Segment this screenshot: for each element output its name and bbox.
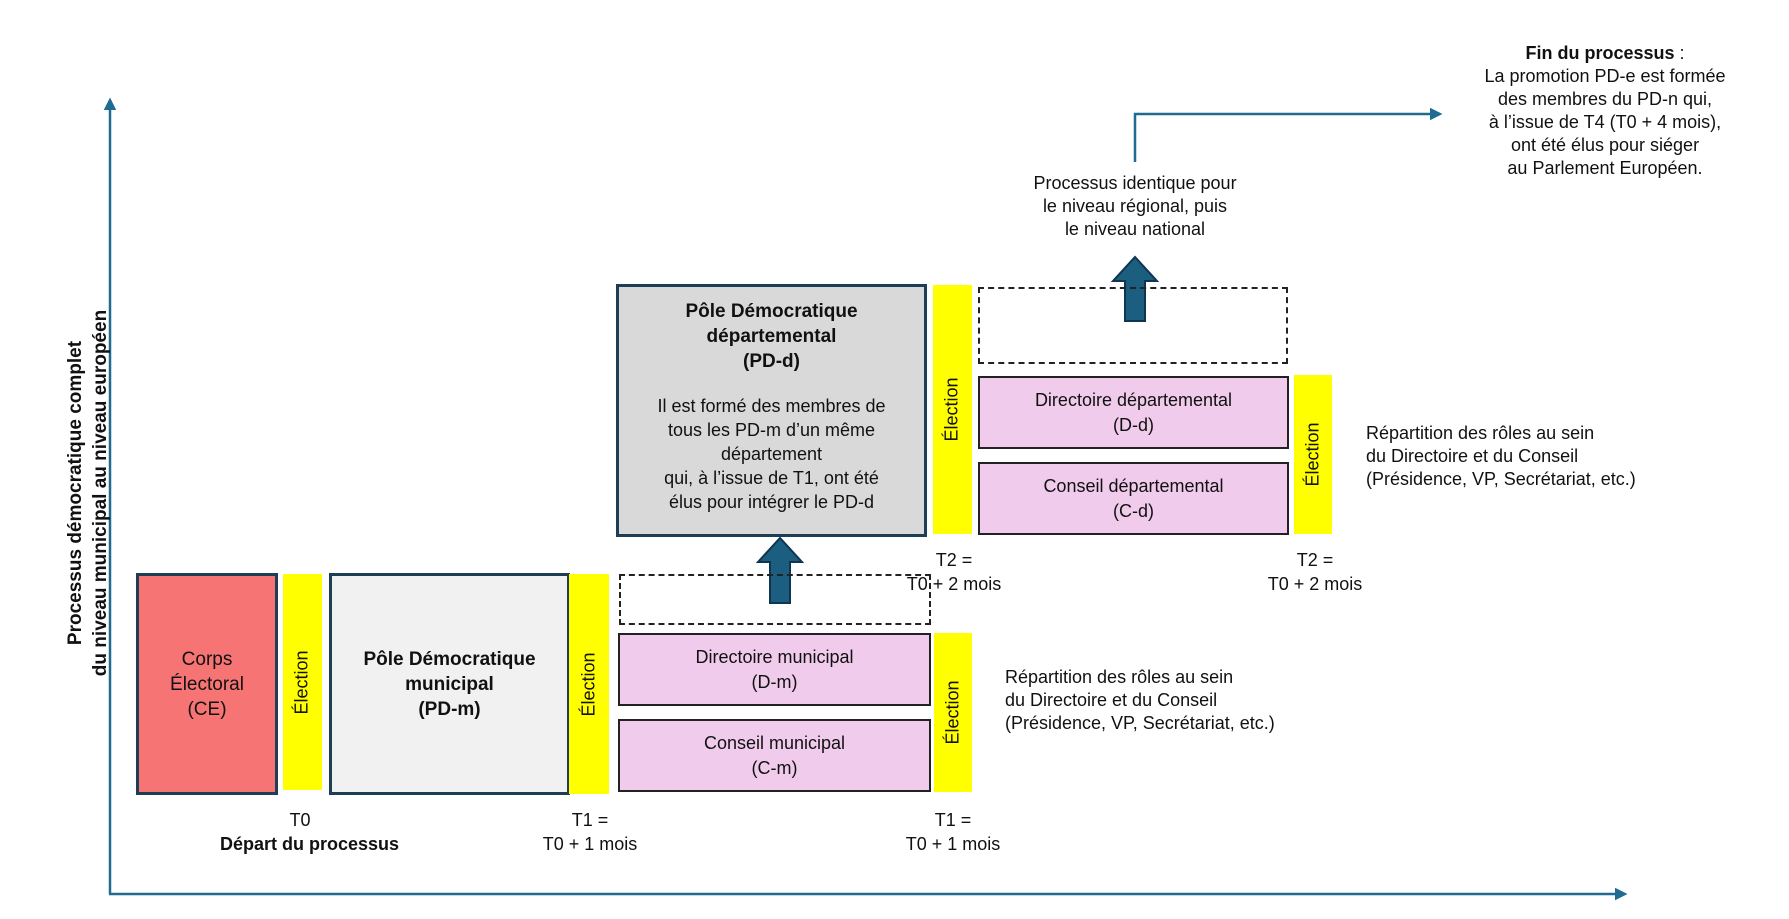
pd-d-desc-line3: département [720, 444, 823, 464]
roles-d-line1: Répartition des rôles au sein [1366, 423, 1595, 443]
note-roles-departemental: Répartition des rôles au sein du Directo… [1366, 422, 1636, 491]
cd-line2: (C-d) [1113, 500, 1154, 521]
up-arrow-icon [755, 536, 805, 604]
conseil-municipal-box: Conseil municipal (C-m) [618, 719, 931, 792]
ce-line2: Électoral [170, 673, 244, 695]
roles-d-line3: (Présidence, VP, Secrétariat, etc.) [1366, 469, 1636, 489]
pd-d-box: Pôle Démocratique départemental (PD-d) I… [616, 284, 927, 537]
t1a-line1: T1 = [571, 810, 609, 830]
pd-d-desc-line1: Il est formé des membres de [657, 396, 886, 416]
t2b-line1: T2 = [1296, 550, 1334, 570]
dd-line1: Directoire départemental [1034, 389, 1233, 410]
roles-m-line1: Répartition des rôles au sein [1005, 667, 1234, 687]
time-label-t1-a: T1 = T0 + 1 mois [520, 808, 660, 856]
end-title-suffix: : [1674, 43, 1685, 63]
time-label-t2-a: T2 = T0 + 2 mois [884, 548, 1024, 596]
note-end-process: Fin du processus : La promotion PD-e est… [1455, 42, 1755, 180]
roles-m-line2: du Directoire et du Conseil [1005, 690, 1218, 710]
y-axis-label-line1: Processus démocratique complet [65, 340, 86, 646]
note-identical-process: Processus identique pour le niveau régio… [1010, 172, 1260, 241]
dm-line1: Directoire municipal [695, 646, 854, 667]
election-bar-t0: Élection [283, 574, 322, 790]
directoire-departemental-box: Directoire départemental (D-d) [978, 376, 1289, 449]
t2a-line2: T0 + 2 mois [906, 574, 1002, 594]
t1b-line1: T1 = [934, 810, 972, 830]
pd-d-title-line2: départemental [706, 326, 837, 347]
pd-d-title: Pôle Démocratique départemental (PD-d) [685, 299, 857, 374]
pd-m-line3: (PD-m) [418, 698, 481, 720]
pd-d-desc-line4: qui, à l’issue de T1, ont été [664, 468, 879, 488]
identical-line1: Processus identique pour [1033, 173, 1237, 193]
time-label-t0: T0 Départ du processus [220, 808, 399, 856]
pd-d-description: Il est formé des membres de tous les PD-… [657, 394, 885, 514]
directoire-municipal-box: Directoire municipal (D-m) [618, 633, 931, 706]
time-label-t1-b: T1 = T0 + 1 mois [883, 808, 1023, 856]
pd-m-line2: municipal [405, 673, 494, 695]
election-label: Élection [1302, 422, 1323, 487]
identical-line2: le niveau régional, puis [1042, 196, 1228, 216]
placeholder-dashed-box-municipal [619, 574, 931, 625]
end-process-arrow [1133, 107, 1443, 162]
ce-line1: Corps [181, 648, 233, 670]
election-bar-t2-b: Élection [1294, 375, 1332, 534]
pd-d-desc-line5: élus pour intégrer le PD-d [668, 492, 875, 512]
t0-line1: T0 [289, 810, 311, 830]
cd-line1: Conseil départemental [1043, 475, 1224, 496]
election-bar-t2-a: Élection [933, 285, 972, 534]
election-label: Élection [942, 377, 963, 442]
pd-d-desc-line2: tous les PD-m d’un même [667, 420, 876, 440]
roles-d-line2: du Directoire et du Conseil [1366, 446, 1579, 466]
election-bar-t1-b: Élection [934, 633, 972, 792]
t1a-line2: T0 + 1 mois [542, 834, 638, 854]
t2b-line2: T0 + 2 mois [1267, 574, 1363, 594]
conseil-departemental-box: Conseil départemental (C-d) [978, 462, 1289, 535]
pd-m-box: Pôle Démocratique municipal (PD-m) [329, 573, 570, 795]
cm-line1: Conseil municipal [703, 732, 846, 753]
cm-line2: (C-m) [751, 757, 798, 778]
end-title: Fin du processus [1525, 43, 1675, 63]
corps-electoral-box: Corps Électoral (CE) [136, 573, 278, 795]
pd-d-title-line3: (PD-d) [743, 351, 800, 372]
up-arrow-icon [1110, 255, 1160, 322]
dd-line2: (D-d) [1113, 414, 1154, 435]
election-label: Élection [942, 680, 963, 745]
y-axis-label-line2: du niveau municipal au niveau européen [90, 309, 111, 677]
pd-m-line1: Pôle Démocratique [363, 648, 536, 670]
end-line2: des membres du PD-n qui, [1497, 89, 1713, 109]
ce-line3: (CE) [187, 698, 227, 720]
end-line3: à l’issue de T4 (T0 + 4 mois), [1488, 112, 1722, 132]
note-roles-municipal: Répartition des rôles au sein du Directo… [1005, 666, 1275, 735]
t1b-line2: T0 + 1 mois [905, 834, 1001, 854]
end-line1: La promotion PD-e est formée [1484, 66, 1726, 86]
end-line4: ont été élus pour siéger [1510, 135, 1700, 155]
time-label-t2-b: T2 = T0 + 2 mois [1245, 548, 1385, 596]
identical-line3: le niveau national [1064, 219, 1206, 239]
t2a-line1: T2 = [935, 550, 973, 570]
pd-d-title-line1: Pôle Démocratique [685, 301, 858, 322]
placeholder-dashed-box-departemental [978, 287, 1288, 364]
election-label: Élection [292, 649, 313, 715]
end-line5: au Parlement Européen. [1507, 158, 1703, 178]
roles-m-line3: (Présidence, VP, Secrétariat, etc.) [1005, 713, 1275, 733]
election-label: Élection [578, 651, 599, 717]
t0-line2: Départ du processus [220, 834, 400, 854]
dm-line2: (D-m) [751, 671, 798, 692]
election-bar-t1-a: Élection [569, 574, 609, 794]
